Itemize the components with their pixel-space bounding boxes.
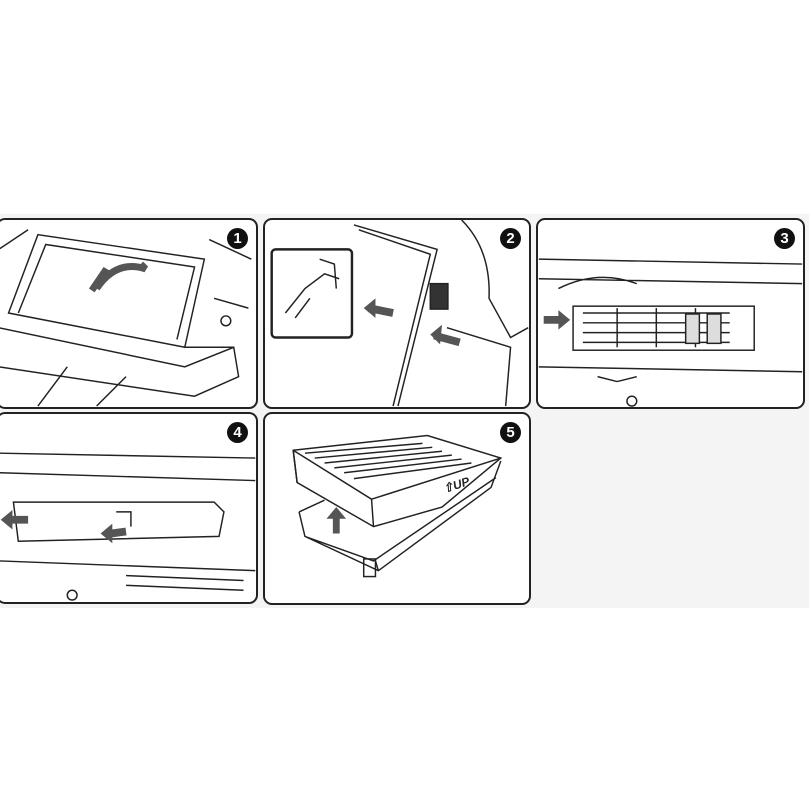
new-filter-illustration — [292, 434, 503, 578]
filter-cover-illustration — [538, 258, 803, 407]
step-2-panel: 2 — [263, 218, 531, 409]
filter-removal-illustration — [0, 452, 256, 601]
damper-illustration — [270, 220, 529, 407]
step-number-badge: 4 — [227, 422, 248, 443]
step-number-badge: 1 — [227, 228, 248, 249]
step-1-panel: 1 — [0, 218, 258, 409]
step-number-badge: 5 — [500, 422, 521, 443]
step-3-panel: 3 — [536, 218, 805, 409]
glovebox-illustration — [0, 229, 252, 407]
step-number-badge: 3 — [774, 228, 795, 249]
step-4-panel: 4 — [0, 412, 258, 604]
step-5-panel: ⇧UP 5 — [263, 412, 531, 605]
step-number-badge: 2 — [500, 228, 521, 249]
